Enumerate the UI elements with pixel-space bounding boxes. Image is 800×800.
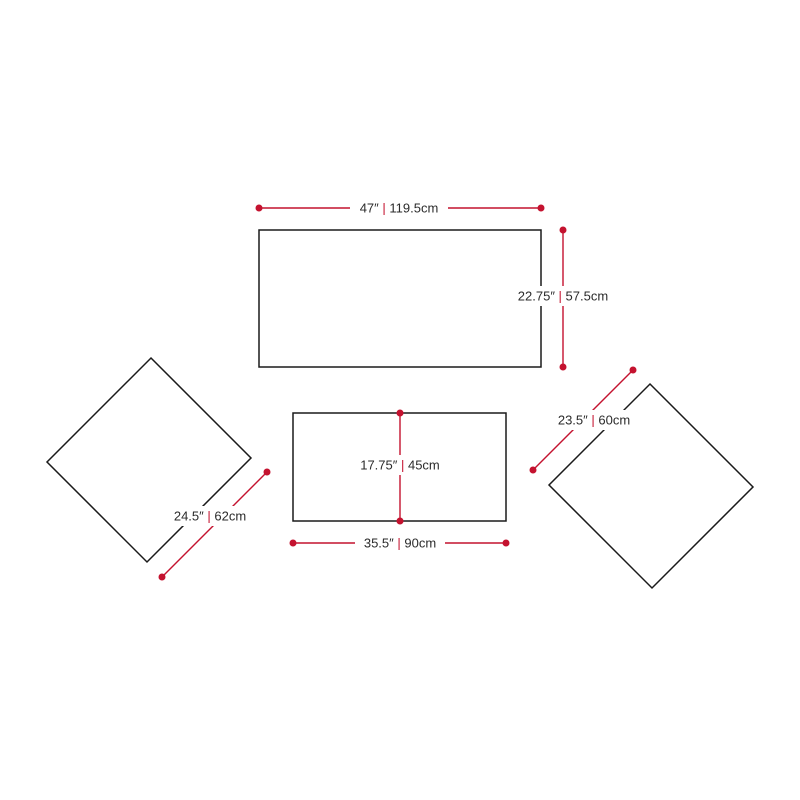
dimension-top-depth: 22.75″ | 57.5cm — [511, 226, 615, 371]
left-diamond-imperial: 24.5″ — [174, 509, 204, 524]
svg-text:17.75″ | 45cm: 17.75″ | 45cm — [360, 458, 440, 473]
right-diamond-table-outline — [547, 382, 755, 590]
svg-text:35.5″ | 90cm: 35.5″ | 90cm — [364, 536, 436, 551]
large-table-outline — [258, 229, 542, 368]
svg-text:23.5″ | 60cm: 23.5″ | 60cm — [558, 413, 630, 428]
top-depth-imperial: 22.75″ — [518, 289, 556, 304]
dimension-bottom-depth: 17.75″ | 45cm — [353, 409, 447, 525]
left-diamond-metric: 62cm — [214, 509, 246, 524]
dimension-right-diamond: 23.5″ | 60cm — [529, 366, 637, 474]
svg-text:24.5″ | 62cm: 24.5″ | 62cm — [174, 509, 246, 524]
top-width-imperial: 47″ — [360, 201, 379, 216]
right-diamond-imperial: 23.5″ — [558, 413, 588, 428]
right-diamond-metric: 60cm — [598, 413, 630, 428]
bottom-depth-metric: 45cm — [408, 458, 440, 473]
left-diamond-table-outline — [45, 356, 253, 564]
bottom-width-metric: 90cm — [404, 536, 436, 551]
svg-text:22.75″ | 57.5cm: 22.75″ | 57.5cm — [518, 289, 608, 304]
top-depth-metric: 57.5cm — [566, 289, 609, 304]
bottom-width-imperial: 35.5″ — [364, 536, 394, 551]
svg-text:47″ | 119.5cm: 47″ | 119.5cm — [360, 201, 439, 216]
dimension-top-width: 47″ | 119.5cm — [255, 198, 545, 218]
dimension-left-diamond: 24.5″ | 62cm — [158, 468, 271, 581]
bottom-depth-imperial: 17.75″ — [360, 458, 398, 473]
dimension-bottom-width: 35.5″ | 90cm — [289, 533, 510, 553]
top-width-metric: 119.5cm — [389, 201, 438, 216]
